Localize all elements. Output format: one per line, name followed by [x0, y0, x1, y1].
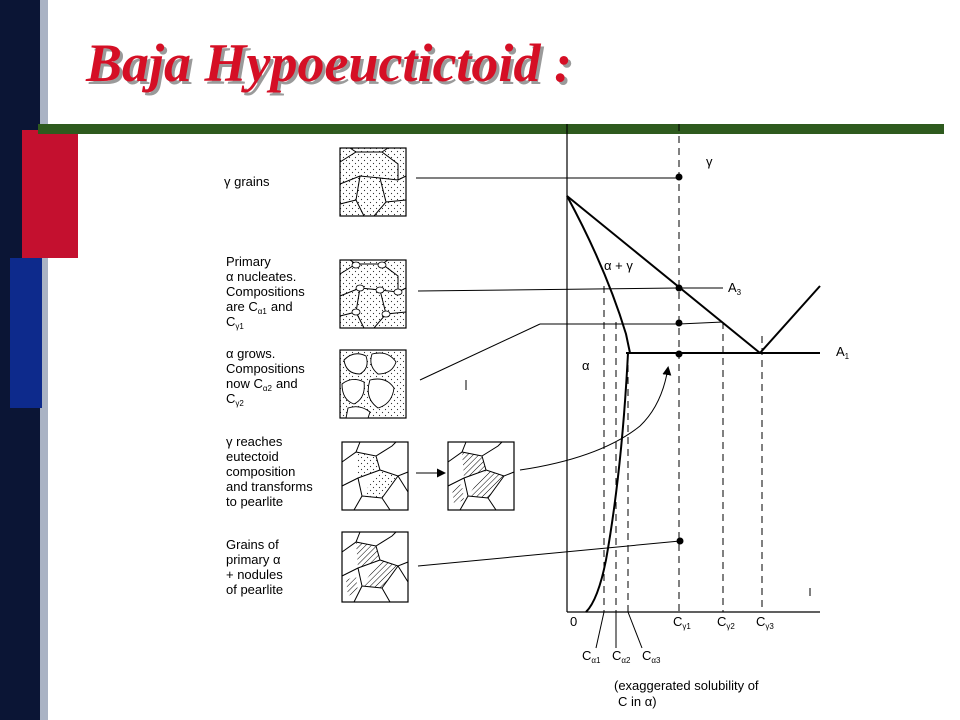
a1-label: A1: [836, 344, 850, 361]
origin-label: 0: [570, 614, 577, 629]
c-gamma2-label: Cγ2: [717, 614, 735, 631]
svg-text:Grains of: Grains of: [226, 537, 279, 552]
svg-text:γ grains: γ grains: [224, 174, 270, 189]
svg-text:Primary: Primary: [226, 254, 271, 269]
svg-text:eutectoid: eutectoid: [226, 449, 279, 464]
svg-text:Compositions: Compositions: [226, 284, 305, 299]
title-rule: [38, 124, 944, 134]
svg-text:+ nodules: + nodules: [226, 567, 283, 582]
c-gamma1-label: Cγ1: [673, 614, 691, 631]
svg-text:α nucleates.: α nucleates.: [226, 269, 296, 284]
svg-text:Compositions: Compositions: [226, 361, 305, 376]
left-red-block: [22, 130, 78, 258]
gamma-field-label: γ: [706, 154, 713, 169]
alpha-gamma-field-label: α + γ: [604, 258, 633, 273]
svg-text:and transforms: and transforms: [226, 479, 313, 494]
micrograph-alpha-grows: [339, 349, 407, 419]
a3-label: A3: [728, 280, 742, 297]
stage-label-5: Grains of primary α + nodules of pearlit…: [226, 537, 283, 597]
svg-text:composition: composition: [226, 464, 295, 479]
svg-text:primary α: primary α: [226, 552, 281, 567]
svg-text:to pearlite: to pearlite: [226, 494, 283, 509]
micrograph-final-structure: [341, 531, 409, 603]
svg-text:Cγ1: Cγ1: [226, 314, 244, 331]
svg-text:Cγ2: Cγ2: [226, 391, 244, 408]
c-alpha1-label: Cα1: [582, 648, 601, 665]
slide-title: Baja Hypoeuctictoid :: [86, 33, 572, 93]
svg-text:α grows.: α grows.: [226, 346, 275, 361]
micrograph-pearlite-transform: [447, 441, 515, 511]
c-alpha2-label: Cα2: [612, 648, 631, 665]
stage-label-1: γ grains: [224, 174, 270, 189]
stage-label-4: γ reaches eutectoid composition and tran…: [226, 434, 313, 509]
micrograph-gamma-grains: [339, 147, 407, 217]
c-gamma3-label: Cγ3: [756, 614, 774, 631]
svg-text:γ reaches: γ reaches: [226, 434, 283, 449]
phase-diagram-lines: [465, 124, 821, 649]
left-white-stripe: [48, 0, 50, 720]
left-slate-bar: [40, 0, 48, 720]
alpha-field-label: α: [582, 358, 590, 373]
left-blue-block: [10, 258, 42, 408]
leader-lines: [416, 177, 681, 567]
solubility-note-line1: (exaggerated solubility of: [614, 678, 759, 693]
micrograph-gamma-eutectoid: [341, 441, 409, 511]
solubility-note-line2: C in α): [618, 694, 657, 709]
micrograph-alpha-nucleates: [339, 259, 407, 329]
composition-dots: [675, 173, 684, 545]
stage-label-2: Primary α nucleates. Compositions are Cα…: [226, 254, 305, 331]
c-alpha3-label: Cα3: [642, 648, 661, 665]
svg-text:of pearlite: of pearlite: [226, 582, 283, 597]
